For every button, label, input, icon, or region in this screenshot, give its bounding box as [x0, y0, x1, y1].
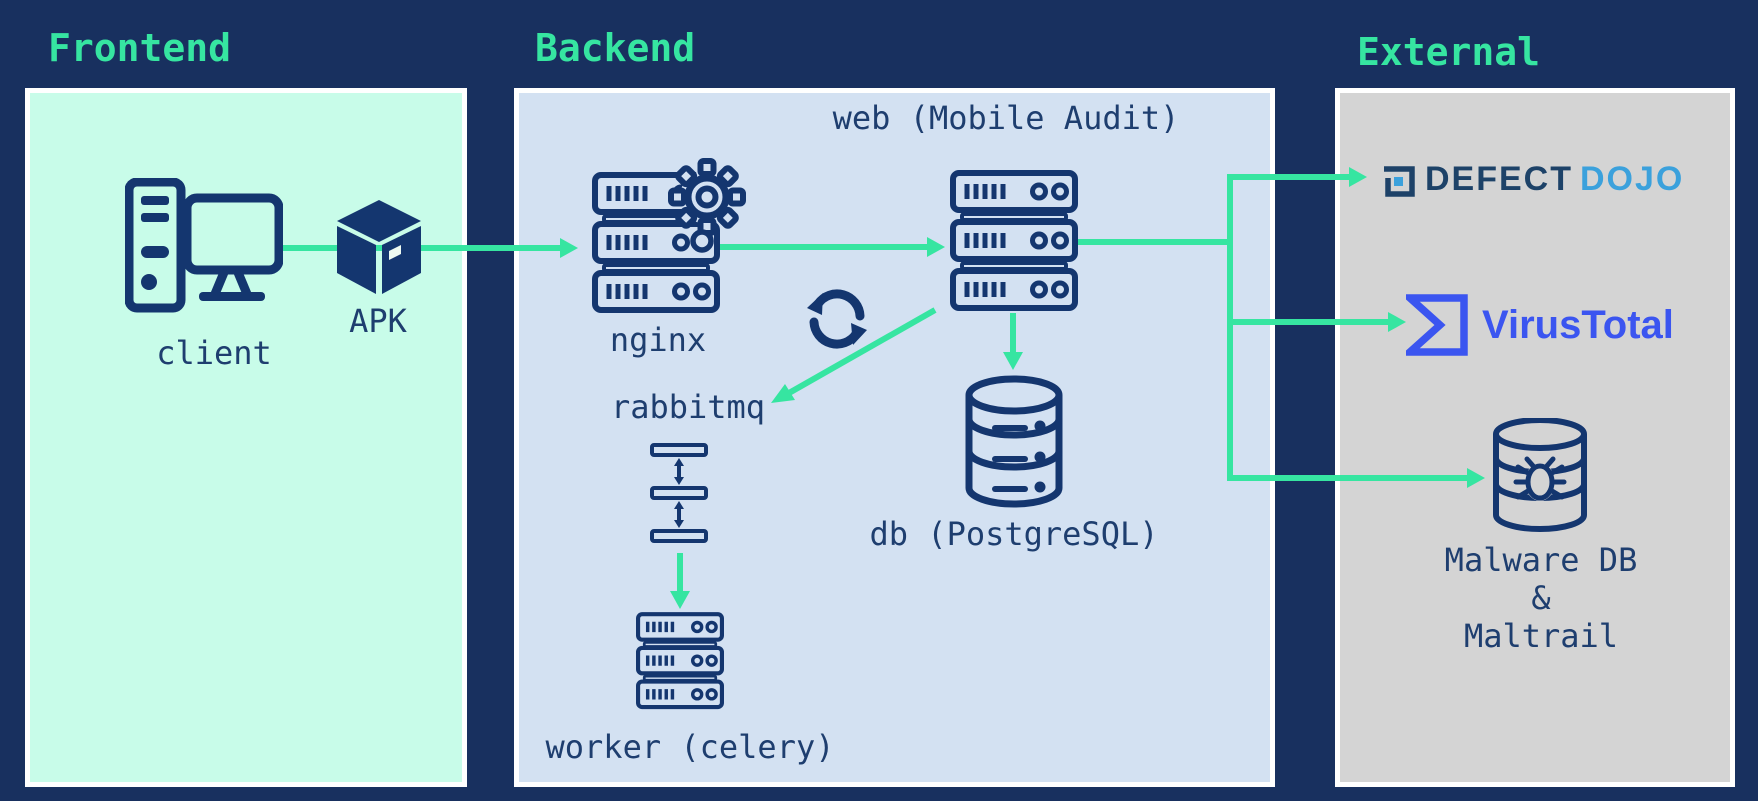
frontend-title: Frontend — [48, 26, 232, 70]
database-icon — [965, 375, 1063, 508]
external-zone — [1335, 88, 1735, 787]
worker-label: worker (celery) — [545, 728, 835, 766]
malware-db-line1: Malware DB — [1444, 541, 1638, 579]
virustotal-text: VirusTotal — [1482, 302, 1674, 347]
malware-db-label: Malware DB & Maltrail — [1445, 541, 1638, 655]
defectdojo-word-dojo: DOJO — [1580, 160, 1685, 198]
queue-icon — [650, 443, 708, 543]
malware-db-icon — [1493, 418, 1587, 532]
virustotal-logo: VirusTotal — [1406, 294, 1674, 356]
backend-title: Backend — [535, 26, 696, 70]
apk-label: APK — [349, 302, 407, 340]
sync-icon — [807, 289, 867, 349]
nginx-server-icon — [592, 158, 746, 315]
client-computer-icon — [125, 178, 283, 313]
malware-db-line2: & — [1531, 579, 1551, 617]
malware-db-line3: Maltrail — [1463, 617, 1619, 655]
web-server-icon — [950, 170, 1078, 315]
client-label: client — [156, 334, 272, 372]
virustotal-icon — [1406, 294, 1468, 356]
bug-icon — [1513, 456, 1567, 501]
defectdojo-icon — [1384, 165, 1415, 197]
external-title: External — [1357, 30, 1541, 74]
apk-package-icon — [337, 200, 421, 294]
frontend-zone — [25, 88, 467, 787]
gear-icon — [668, 158, 746, 253]
nginx-label: nginx — [609, 321, 707, 359]
rabbitmq-label: rabbitmq — [610, 388, 766, 426]
db-label: db (PostgreSQL) — [869, 515, 1159, 553]
worker-server-icon — [636, 612, 724, 712]
defectdojo-word-defect: DEFECT — [1425, 160, 1573, 198]
web-label: web (Mobile Audit) — [832, 99, 1180, 137]
backend-zone — [514, 88, 1275, 787]
defectdojo-logo: DEFECT DOJO — [1381, 160, 1684, 199]
